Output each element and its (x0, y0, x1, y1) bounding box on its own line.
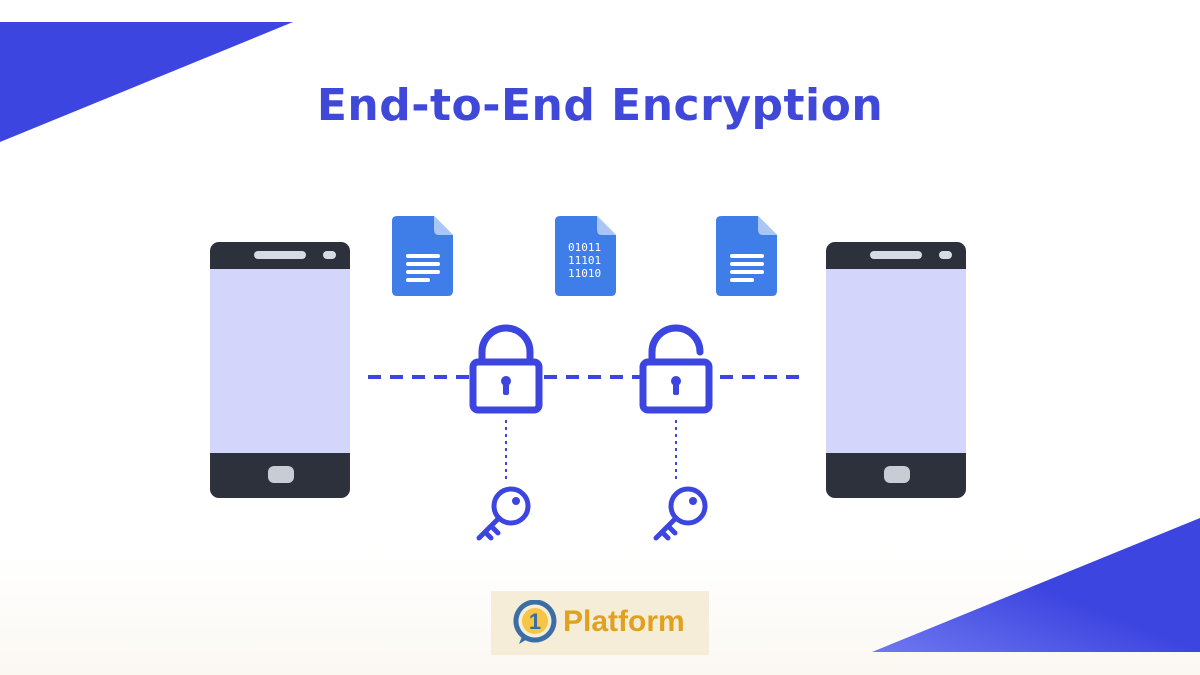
phone-speaker (870, 251, 922, 259)
binary-line-3: 11010 (568, 267, 601, 280)
key-icon (653, 486, 708, 541)
phone-screen (826, 269, 966, 453)
key-icon (476, 486, 531, 541)
sender-phone (210, 242, 350, 498)
phone-screen (210, 269, 350, 453)
logo-text: Platform (563, 605, 685, 638)
phone-speaker (254, 251, 306, 259)
corner-triangle-top-left (0, 22, 293, 142)
phone-home-button (884, 466, 910, 483)
lock-open-icon (639, 324, 713, 414)
corner-triangle-bottom-right (872, 518, 1200, 652)
binary-document-icon: 01011 11101 11010 (555, 216, 616, 296)
brand-logo: 1 Platform (491, 591, 709, 655)
receiver-phone (826, 242, 966, 498)
document-icon (716, 216, 777, 296)
document-icon (392, 216, 453, 296)
lock-closed-icon (469, 324, 543, 414)
page-title: End-to-End Encryption (316, 80, 884, 131)
binary-line-1: 01011 (568, 241, 601, 254)
logo-number: 1 (529, 609, 541, 634)
binary-line-2: 11101 (568, 254, 601, 267)
phone-home-button (268, 466, 294, 483)
phone-camera (939, 251, 952, 259)
phone-camera (323, 251, 336, 259)
logo-emblem-icon: 1 (513, 600, 557, 644)
